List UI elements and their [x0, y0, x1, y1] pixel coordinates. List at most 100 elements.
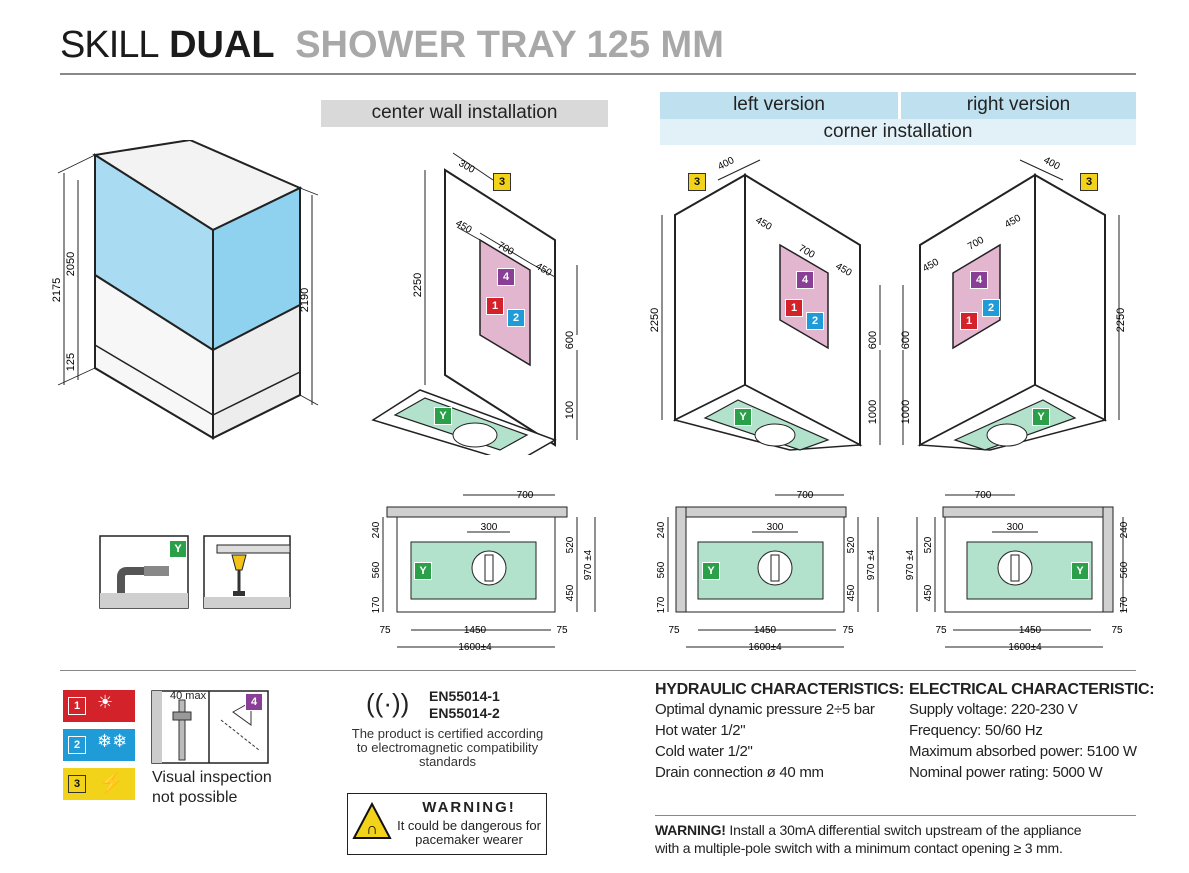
hydraulic-item-1: Optimal dynamic pressure 2÷5 bar [655, 701, 875, 718]
badge-4-right: 4 [970, 271, 988, 289]
title-brand: SKILL [60, 24, 160, 66]
section-rule [60, 670, 1136, 671]
center-dim-600: 600 [564, 331, 576, 349]
plan-c-560: 560 [371, 561, 382, 578]
plan-c-700: 700 [517, 490, 534, 501]
warning-line1: It could be dangerous for [397, 818, 541, 833]
badge-1-left: 1 [785, 299, 803, 317]
title-model: DUAL [169, 24, 275, 66]
page-title: SKILL DUAL SHOWER TRAY 125 MM [60, 22, 724, 68]
dim-125: 125 [65, 353, 77, 371]
en55014-1: EN55014-1 [429, 688, 500, 704]
en55014-2: EN55014-2 [429, 705, 500, 721]
plan-c-75b: 75 [556, 625, 568, 636]
plan-c-170: 170 [371, 596, 382, 613]
left-version-diagram: 400 450 700 450 2250 600 1000 [650, 155, 881, 451]
center-wall-diagram: 300 450 700 450 2250 600 100 [371, 152, 578, 455]
left-version-bar: left version [660, 92, 898, 119]
plan-left: 700 300 240 560 170 520 450 970 ±4 75 14… [656, 490, 879, 653]
badge-3-right: 3 [1080, 173, 1098, 191]
right-dim-1000: 1000 [900, 400, 912, 424]
left-dim-1000: 1000 [867, 400, 879, 424]
en-standards: EN55014-1 EN55014-2 [429, 688, 500, 722]
title-rule [60, 73, 1136, 75]
plan-c-300: 300 [481, 522, 498, 533]
electrical-heading: ELECTRICAL CHARACTERISTIC: [909, 681, 1155, 698]
warning-triangle-icon: ∩ [352, 802, 392, 839]
plan-r-1450: 1450 [1019, 625, 1042, 636]
right-dim-600: 600 [900, 331, 912, 349]
plan-c-240: 240 [371, 521, 382, 538]
badge-2-right: 2 [982, 299, 1000, 317]
right-version-diagram: 400 450 700 450 2250 600 1000 [900, 155, 1127, 451]
badge-2-center: 2 [507, 309, 525, 327]
plan-r-170: 170 [1119, 596, 1130, 613]
plan-r-700: 700 [975, 490, 992, 501]
right-version-bar: right version [901, 92, 1136, 119]
legend-hot: 1 ☀ [63, 690, 135, 722]
sun-icon: ☀ [97, 692, 114, 712]
right-dim-2250: 2250 [1115, 308, 1127, 332]
footer-rule [655, 815, 1136, 816]
antenna-icon: ((·)) [366, 688, 410, 718]
dim-2190: 2190 [299, 288, 311, 312]
plan-l-75a: 75 [668, 625, 680, 636]
badge-2-legend: 2 [68, 736, 86, 754]
badge-4-left: 4 [796, 271, 814, 289]
badge-y-plan-left: Y [702, 562, 720, 580]
left-dim-2250: 2250 [650, 308, 661, 332]
warning-line2: pacemaker wearer [415, 832, 523, 847]
plan-l-1600: 1600±4 [748, 642, 782, 653]
badge-3-legend: 3 [68, 775, 86, 793]
badge-2-left: 2 [806, 312, 824, 330]
plan-center: 700 300 240 560 170 520 450 970 ±4 75 14… [371, 490, 596, 653]
plan-c-1600: 1600±4 [458, 642, 492, 653]
electrical-item-2: Frequency: 50/60 Hz [909, 722, 1043, 739]
center-wall-bar: center wall installation [321, 100, 608, 127]
plan-l-520: 520 [846, 536, 857, 553]
dim-2175: 2175 [51, 278, 63, 302]
plan-c-970: 970 ±4 [583, 549, 594, 580]
badge-y-right: Y [1032, 408, 1050, 426]
dim-2050: 2050 [65, 252, 77, 276]
center-dim-300: 300 [457, 158, 477, 176]
lightning-icon: ⚡ [99, 772, 124, 794]
plan-r-1600: 1600±4 [1008, 642, 1042, 653]
warning-text: It could be dangerous for pacemaker wear… [394, 819, 544, 847]
visual-inspection-line2: not possible [152, 789, 238, 806]
visual-inspection-label: Visual inspection not possible [152, 768, 272, 808]
hydraulic-item-4: Drain connection ø 40 mm [655, 764, 824, 781]
plan-l-560: 560 [656, 561, 667, 578]
max-40-label: 40 max [170, 690, 207, 702]
pacemaker-warning-box: ∩ WARNING! It could be dangerous for pac… [347, 793, 547, 855]
legend-electric: 3 ⚡ [63, 768, 135, 800]
plan-l-75b: 75 [842, 625, 854, 636]
footer-warning-line2: with a multiple-pole switch with a minim… [655, 840, 1063, 856]
plan-l-1450: 1450 [754, 625, 777, 636]
svg-text:∩: ∩ [366, 821, 378, 838]
plan-r-75b: 75 [1111, 625, 1123, 636]
badge-3-center: 3 [493, 173, 511, 191]
plan-c-75a: 75 [379, 625, 391, 636]
badge-4-center: 4 [497, 268, 515, 286]
plan-l-300: 300 [767, 522, 784, 533]
plan-l-240: 240 [656, 521, 667, 538]
plan-l-450: 450 [846, 584, 857, 601]
badge-1-center: 1 [486, 297, 504, 315]
plan-c-1450: 1450 [464, 625, 487, 636]
plan-l-970: 970 ±4 [866, 549, 877, 580]
legend-cold: 2 ❄❄ [63, 729, 135, 761]
badge-1-right: 1 [960, 312, 978, 330]
plan-r-300: 300 [1007, 522, 1024, 533]
warning-title: WARNING! [422, 799, 516, 816]
badge-3-left: 3 [688, 173, 706, 191]
cert-line3: standards [418, 754, 477, 769]
badge-y-drain: Y [169, 540, 187, 558]
footer-warning: WARNING! Install a 30mA differential swi… [655, 821, 1140, 857]
left-dim-400: 400 [716, 155, 736, 173]
electrical-item-3: Maximum absorbed power: 5100 W [909, 743, 1137, 760]
electrical-item-4: Nominal power rating: 5000 W [909, 764, 1103, 781]
center-dim-2250: 2250 [412, 273, 424, 297]
center-dim-100: 100 [564, 401, 576, 419]
plan-r-520: 520 [923, 536, 934, 553]
